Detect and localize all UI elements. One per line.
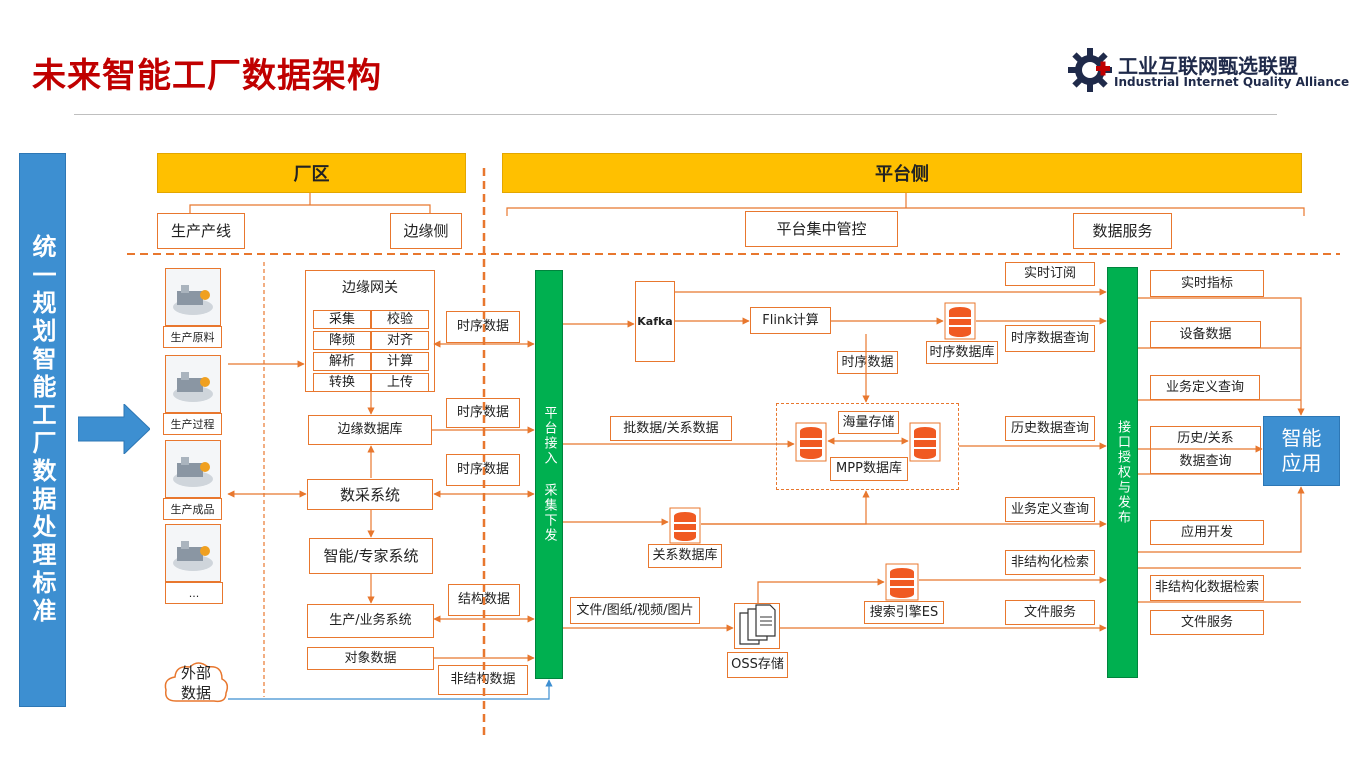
batch-data-label: 批数据/关系数据 — [610, 416, 732, 441]
output-device: 设备数据 — [1150, 321, 1261, 348]
files-label: 文件/图纸/视频/图片 — [570, 597, 700, 624]
gateway-cell: 解析 — [313, 352, 371, 371]
factory-machine-icon — [165, 355, 221, 413]
database-icon — [944, 302, 976, 340]
cloud-icon — [160, 657, 232, 709]
logo-name-en: Industrial Internet Quality Alliance — [1114, 75, 1350, 89]
kafka-box: Kafka — [635, 281, 675, 362]
mpp-group — [776, 403, 959, 490]
flink-compute: Flink计算 — [750, 307, 831, 334]
oss-storage: OSS存储 — [727, 652, 788, 678]
gateway-cell: 对齐 — [371, 331, 429, 350]
unified-standard-bar: 统一规划智能工厂数据处理标准 — [19, 153, 66, 707]
gateway-cell: 校验 — [371, 310, 429, 329]
gateway-cell: 采集 — [313, 310, 371, 329]
edge-database: 边缘数据库 — [308, 415, 432, 445]
platform-access-bar: 平台接入 采集下发 — [535, 270, 563, 679]
service-unstruct-search: 非结构化检索 — [1005, 550, 1095, 575]
service-realtime-sub: 实时订阅 — [1005, 262, 1095, 286]
big-arrow-icon — [77, 402, 151, 456]
interface-publish-label: 接口授权与发布 — [1115, 420, 1130, 525]
production-raw-label: 生产原料 — [163, 326, 222, 348]
collection-system: 数采系统 — [307, 479, 433, 510]
gateway-cell: 上传 — [371, 373, 429, 392]
service-history-query: 历史数据查询 — [1005, 416, 1095, 441]
title-divider — [74, 114, 1277, 115]
smart-app: 智能 应用 — [1263, 416, 1340, 486]
gateway-cell: 降频 — [313, 331, 371, 350]
ts-mid-label: 时序数据 — [837, 351, 898, 374]
logo-name-cn: 工业互联网甄选联盟 — [1118, 54, 1298, 78]
document-icon — [734, 603, 780, 649]
service-biz-query: 业务定义查询 — [1005, 497, 1095, 522]
gateway-cell: 转换 — [313, 373, 371, 392]
rel-database: 关系数据库 — [648, 544, 722, 568]
database-icon — [795, 422, 827, 462]
production-process-label: 生产过程 — [163, 413, 222, 435]
factory-machine-icon — [165, 440, 221, 498]
data-service-label: 数据服务 — [1073, 213, 1172, 249]
output-history-line2: 数据查询 — [1179, 454, 1232, 469]
output-realtime: 实时指标 — [1150, 270, 1264, 297]
production-product-label: 生产成品 — [163, 498, 222, 520]
output-history-line1: 历史/关系 — [1177, 431, 1234, 446]
service-file: 文件服务 — [1005, 600, 1095, 625]
mass-storage-label: 海量存储 — [838, 411, 899, 434]
output-app-dev: 应用开发 — [1150, 520, 1264, 545]
page-title: 未来智能工厂数据架构 — [32, 56, 382, 96]
unified-standard-label: 统一规划智能工厂数据处理标准 — [28, 234, 56, 626]
output-biz: 业务定义查询 — [1150, 375, 1260, 400]
database-icon — [909, 422, 941, 462]
output-file: 文件服务 — [1150, 610, 1264, 635]
edge-side-label: 边缘侧 — [390, 213, 462, 249]
central-control-label: 平台集中管控 — [745, 211, 898, 247]
gateway-cell: 计算 — [371, 352, 429, 371]
external-data-label: 外部 数据 — [180, 664, 211, 702]
platform-header: 平台侧 — [502, 153, 1302, 193]
object-data: 对象数据 — [307, 647, 434, 670]
ts-database: 时序数据库 — [926, 341, 998, 364]
production-line-label: 生产产线 — [157, 213, 245, 249]
database-icon — [669, 507, 701, 544]
output-unstruct: 非结构化数据检索 — [1150, 575, 1264, 601]
logo-gear-icon — [1066, 46, 1114, 94]
edge-gateway-title: 边缘网关 — [342, 280, 398, 296]
interface-publish-bar: 接口授权与发布 — [1107, 267, 1138, 678]
mpp-database: MPP数据库 — [830, 457, 908, 481]
business-system: 生产/业务系统 — [307, 604, 434, 638]
database-icon — [885, 563, 919, 601]
expert-system: 智能/专家系统 — [309, 538, 433, 574]
service-ts-query: 时序数据查询 — [1005, 325, 1095, 352]
production-more-label: ... — [165, 582, 223, 604]
factory-header: 厂区 — [157, 153, 466, 193]
factory-machine-icon — [165, 268, 221, 326]
factory-machine-icon — [165, 524, 221, 582]
search-engine-es: 搜索引擎ES — [864, 601, 944, 624]
platform-access-label: 平台接入 采集下发 — [541, 406, 557, 543]
